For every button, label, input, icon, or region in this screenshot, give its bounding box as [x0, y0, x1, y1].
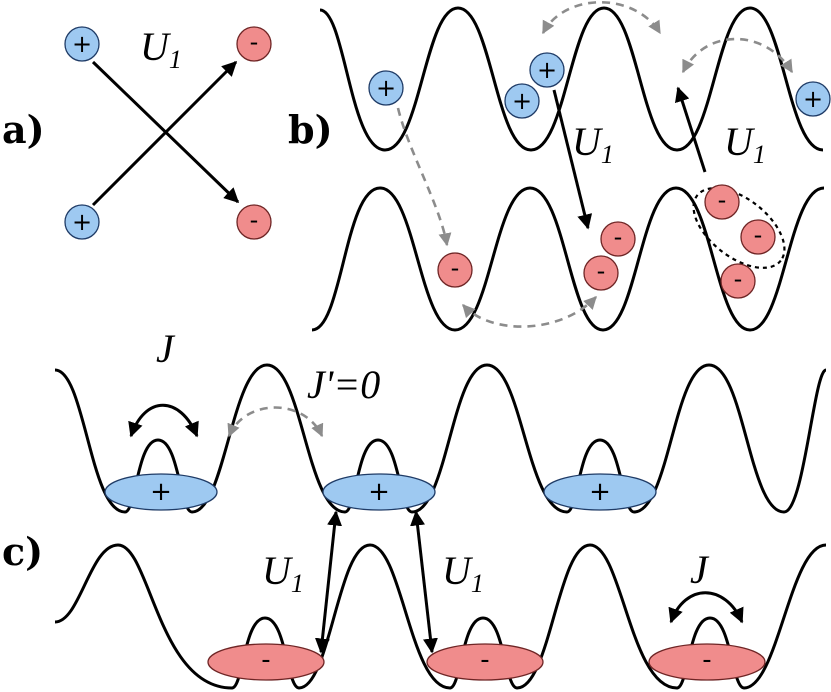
positive-orbital: +	[322, 473, 436, 511]
svg-text:-: -	[261, 645, 270, 675]
svg-text:-: -	[451, 254, 460, 282]
negative-charge: -	[740, 219, 776, 255]
negative-charge: -	[236, 26, 272, 62]
svg-text:-: -	[718, 186, 727, 214]
positive-charge: +	[504, 83, 540, 119]
interaction-label: U1	[572, 119, 614, 169]
positive-charge: +	[795, 81, 831, 117]
interaction-label: U1	[442, 548, 484, 598]
positive-orbital: +	[543, 473, 657, 511]
tunneling-arrow-j	[668, 591, 744, 624]
interaction-arrow	[674, 86, 707, 173]
tunneling-arrow	[681, 37, 794, 74]
negative-charge: -	[583, 255, 619, 291]
interaction-label: U1	[724, 119, 766, 169]
tunneling-label: J	[690, 547, 710, 592]
inter-tunneling-arrow	[227, 406, 324, 438]
positive-charge: +	[368, 70, 404, 106]
tunneling-arrow-j	[128, 403, 199, 438]
interaction-arrow	[552, 89, 593, 230]
panel-c: J J J'=0 U1 U1 + + + - -	[54, 326, 828, 690]
cluster-outline	[692, 187, 786, 269]
negative-orbital: -	[426, 643, 544, 681]
tunneling-arrow	[462, 296, 597, 328]
lattice-lower	[311, 186, 825, 332]
svg-text:-: -	[250, 206, 259, 234]
lattice-upper	[319, 6, 824, 152]
panel-label-a: a)	[2, 107, 45, 152]
tunneling-arrow	[541, 1, 662, 35]
interaction-label: U1	[262, 548, 304, 598]
svg-text:-: -	[702, 645, 711, 675]
svg-text:+: +	[589, 477, 611, 507]
svg-text:-: -	[754, 221, 763, 249]
panel-a: + + - - U1	[64, 24, 272, 240]
negative-orbital: -	[648, 643, 766, 681]
svg-text:-: -	[734, 265, 743, 293]
panel-b: U1 U1 + + + + - -	[311, 1, 831, 332]
svg-text:+: +	[376, 74, 396, 102]
svg-text:+: +	[512, 87, 532, 115]
panel-label-b: b)	[288, 107, 333, 152]
negative-charge: -	[600, 221, 636, 257]
interaction-arrow	[410, 510, 438, 654]
svg-text:+: +	[150, 477, 172, 507]
positive-charge: +	[64, 26, 100, 62]
svg-text:-: -	[480, 645, 489, 675]
svg-text:+: +	[803, 85, 823, 113]
inter-tunneling-label: J'=0	[307, 362, 380, 407]
svg-text:-: -	[614, 223, 623, 251]
negative-charge: -	[720, 263, 756, 299]
svg-text:-: -	[597, 257, 606, 285]
negative-charge: -	[704, 184, 740, 220]
negative-charge: -	[437, 252, 473, 288]
positive-charge: +	[64, 204, 100, 240]
tunneling-arrow	[396, 107, 452, 247]
interaction-arrow	[314, 510, 343, 654]
svg-text:+: +	[537, 56, 557, 84]
panel-label-c: c)	[2, 529, 43, 574]
negative-charge: -	[236, 204, 272, 240]
svg-text:+: +	[368, 477, 390, 507]
positive-orbital: +	[104, 473, 218, 511]
interaction-label: U1	[140, 24, 182, 74]
negative-orbital: -	[207, 643, 325, 681]
svg-text:+: +	[72, 208, 92, 236]
svg-text:-: -	[250, 28, 259, 56]
svg-text:+: +	[72, 30, 92, 58]
exchange-arrow-up	[91, 60, 238, 207]
positive-charge: +	[529, 52, 565, 88]
tunneling-label: J	[156, 326, 176, 371]
